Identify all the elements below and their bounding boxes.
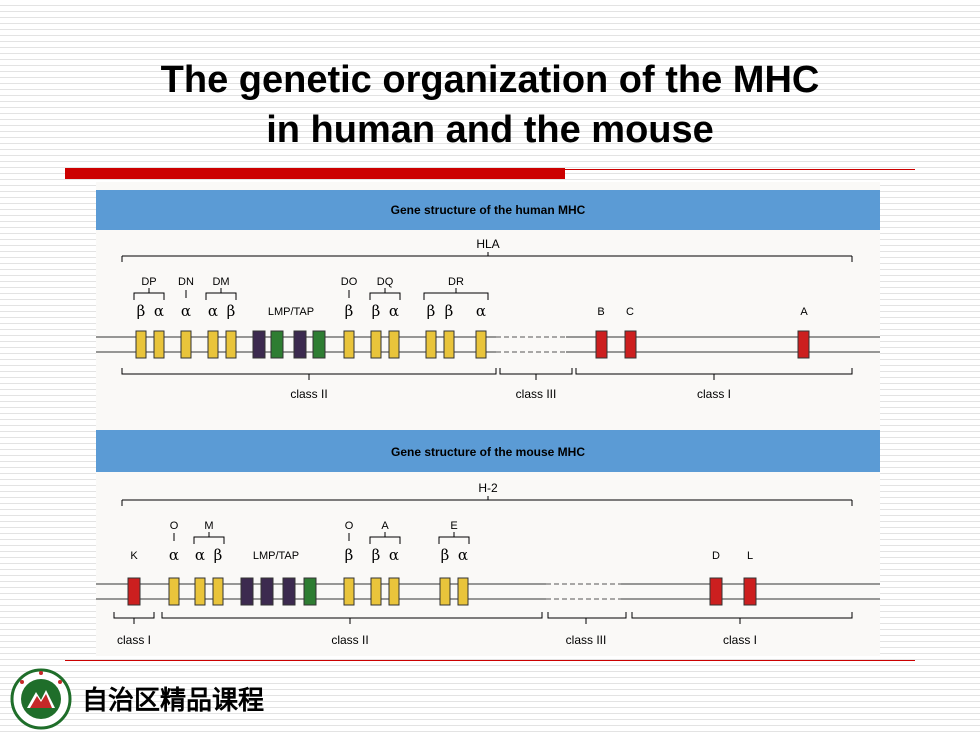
greek-label: α [181, 302, 191, 320]
mouse-class-i-label: class I [117, 633, 151, 647]
greek-label: β [441, 546, 450, 564]
gene-tap-green [303, 577, 317, 606]
greek-label: β [227, 302, 236, 320]
gene-c-red [624, 330, 637, 359]
title-underline-bar [65, 168, 565, 179]
greek-label: β [427, 302, 436, 320]
gene-tap-green [312, 330, 326, 359]
mouse-class-iii-label: class III [566, 633, 607, 647]
gene-yellow [135, 330, 147, 359]
gene-yellow [457, 577, 469, 606]
gene-k-red [127, 577, 141, 606]
greek-label: α [154, 302, 164, 320]
gene-yellow [207, 330, 219, 359]
gene-yellow [153, 330, 165, 359]
mouse-class-ii-label: class II [331, 633, 368, 647]
gene-l-label: L [747, 550, 753, 562]
human-class-brackets [121, 368, 853, 380]
mouse-a-label: A [381, 520, 389, 532]
footer-divider [65, 660, 915, 661]
gene-yellow [212, 577, 224, 606]
gene-lmp-purple [260, 577, 274, 606]
mouse-header-bg [96, 430, 880, 472]
gene-yellow [370, 577, 382, 606]
gene-c-label: C [626, 306, 634, 318]
slide-title-line1: The genetic organization of the MHC [160, 59, 820, 101]
greek-label: α [195, 546, 205, 564]
human-class-i-label: class I [697, 387, 731, 401]
mouse-header: Gene structure of the mouse MHC [391, 445, 585, 459]
dn-label: DN [178, 276, 194, 288]
greek-label: β [137, 302, 146, 320]
human-lmp-label: LMP/TAP [268, 306, 314, 318]
gene-d-label: D [712, 550, 720, 562]
greek-label: β [345, 302, 354, 320]
gene-yellow [180, 330, 192, 359]
gene-yellow [225, 330, 237, 359]
greek-label: α [389, 546, 399, 564]
gene-a-red [797, 330, 810, 359]
gene-yellow [194, 577, 206, 606]
do-label: DO [341, 276, 358, 288]
mouse-m-label: M [204, 520, 213, 532]
dp-label: DP [141, 276, 156, 288]
dq-label: DQ [377, 276, 394, 288]
gene-yellow [443, 330, 455, 359]
gene-k-label: K [130, 550, 138, 562]
greek-label: α [389, 302, 399, 320]
gene-yellow [388, 330, 400, 359]
gene-yellow [168, 577, 180, 606]
gene-l-red [743, 577, 757, 606]
human-header-bg [96, 190, 880, 230]
greek-label: α [169, 546, 179, 564]
gene-yellow [343, 577, 355, 606]
gene-lmp-purple [252, 330, 266, 359]
slide-title-line2: in human and the mouse [266, 109, 714, 151]
human-group-brackets [133, 288, 489, 300]
dm-label: DM [212, 276, 229, 288]
gene-lmp-purple [240, 577, 254, 606]
gene-yellow [425, 330, 437, 359]
university-logo [10, 668, 72, 730]
gene-yellow [475, 330, 487, 359]
mouse-group-brackets [173, 532, 470, 544]
gene-yellow [343, 330, 355, 359]
greek-label: β [345, 546, 354, 564]
mouse-lmp-label: LMP/TAP [253, 550, 299, 562]
gene-b-label: B [597, 306, 604, 318]
gene-yellow [388, 577, 400, 606]
mouse-class-i-right-label: class I [723, 633, 757, 647]
greek-label: β [372, 302, 381, 320]
dr-label: DR [448, 276, 464, 288]
gene-d-red [709, 577, 723, 606]
mouse-o1-label: O [170, 520, 179, 532]
gene-lmp-purple [293, 330, 307, 359]
human-class-iii-label: class III [516, 387, 557, 401]
gene-b-red [595, 330, 608, 359]
gene-tap-green [270, 330, 284, 359]
footer-text: 自治区精品课程 [82, 686, 265, 716]
hla-label: HLA [476, 237, 499, 251]
greek-label: α [476, 302, 486, 320]
gene-yellow [370, 330, 382, 359]
greek-label: α [458, 546, 468, 564]
mhc-figure: Gene structure of the human MHC HLA DP D… [96, 182, 880, 656]
gene-yellow [439, 577, 451, 606]
gene-lmp-purple [282, 577, 296, 606]
greek-label: β [372, 546, 381, 564]
mouse-e-label: E [450, 520, 457, 532]
greek-label: β [445, 302, 454, 320]
title-underline-line [565, 169, 915, 170]
greek-label: β [214, 546, 223, 564]
mouse-class-brackets [113, 612, 853, 624]
human-header: Gene structure of the human MHC [391, 203, 586, 217]
human-class-ii-label: class II [290, 387, 327, 401]
h2-label: H-2 [478, 481, 498, 495]
mouse-o2-label: O [345, 520, 354, 532]
greek-label: α [208, 302, 218, 320]
gene-a-label: A [800, 306, 808, 318]
